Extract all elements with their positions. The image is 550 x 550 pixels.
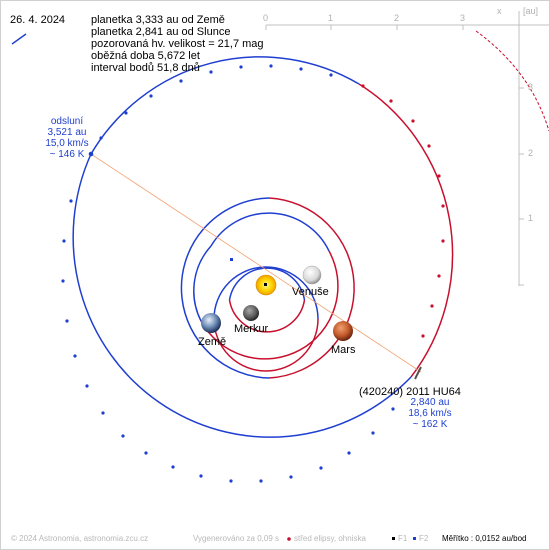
x-tick-2: 2 [394,13,400,23]
mercury-label: Merkur [234,323,269,335]
unit-label: [au] [523,6,539,16]
y-tick-1: 1 [528,213,534,223]
generated-time: Vygenerováno za 0,09 s [193,534,279,543]
asteroid-orbit-points-red [361,84,445,338]
outer-trajectory [475,30,549,132]
current-speed: 18,6 km/s [408,408,452,419]
scale-label: Měřítko : 0,0152 au/bod [442,534,527,543]
y-tick-2: 2 [528,148,534,158]
date-label: 26. 4. 2024 [10,14,66,26]
x-tick-1: 1 [328,13,334,23]
earth-orbit [193,212,339,360]
y-tick-3: 3 [528,82,534,92]
venus [302,265,322,285]
mars [333,321,353,341]
earth [201,313,221,333]
mercury-orbit [228,267,306,333]
asteroid-name: (420240) 2011 HU64 [359,386,461,398]
current-note: 2,840 au 18,6 km/s ~ 162 K [402,397,458,430]
aphelion-temperature: ~ 146 K [49,149,85,160]
info-distance-earth: planetka 3,333 au od Země [91,14,225,26]
current-distance: 2,840 au [410,397,450,408]
mercury [243,305,259,321]
x-axis [265,24,549,30]
asteroid-marker [230,258,233,261]
x-tick-3: 3 [460,13,466,23]
aphelion-note: odsluní 3,521 au 15,0 km/s ~ 146 K [39,116,95,160]
asteroid-orbit [72,56,454,438]
venus-label: Venuše [292,286,329,298]
y-axis [518,11,524,286]
mars-label: Mars [331,344,356,356]
mars-orbit [180,197,355,379]
asteroid-orbit-points [61,64,395,483]
legend-center: střed elipsy, ohniska [294,534,366,543]
x-tick-0: 0 [263,13,269,23]
info-magnitude: pozorovaná hv. velikost = 21,7 mag [91,38,264,50]
legend-f2-dot [413,537,416,540]
asteroid-position [414,366,422,380]
current-temperature: ~ 162 K [412,419,448,430]
earth-label: Země [198,336,227,348]
legend-center-dot [287,537,291,541]
x-axis-label: x [497,6,502,16]
copyright: © 2024 Astronomia, astronomia.zcu.cz [11,534,149,543]
apsidal-line [90,153,422,373]
direction-marker [11,33,27,45]
legend-f1-dot [392,537,395,540]
aphelion-title: odsluní [50,116,84,127]
legend-f1: F1 [398,534,408,543]
info-period: oběžná doba 5,672 let [91,50,200,62]
aphelion-speed: 15,0 km/s [45,138,89,149]
legend-f2: F2 [419,534,429,543]
info-interval: interval bodů 51,8 dnů [91,62,200,74]
sun [255,274,277,296]
aphelion-point [88,151,94,157]
aphelion-distance: 3,521 au [47,127,87,138]
info-distance-sun: planetka 2,841 au od Slunce [91,26,231,38]
